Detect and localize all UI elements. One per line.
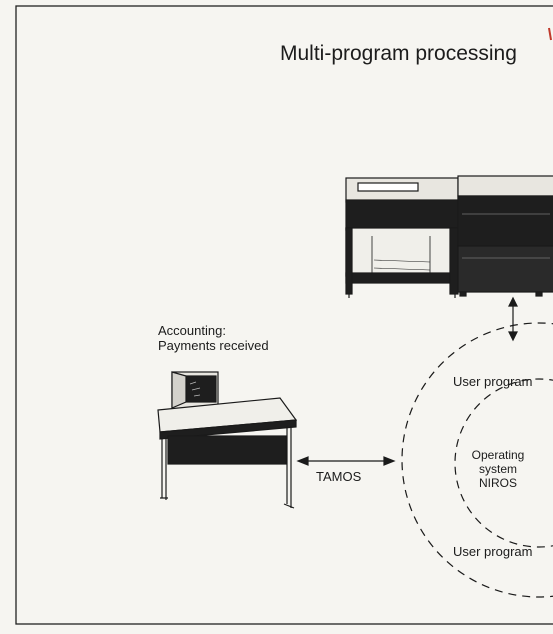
operating-system-label: Operating system NIROS <box>466 448 530 490</box>
terminal-caption-line2: Payments received <box>158 338 269 353</box>
user-program-ring <box>401 322 553 598</box>
page-title: Multi-program processing <box>280 42 517 65</box>
operating-system-ring <box>454 378 553 548</box>
line-printer-illustration <box>345 177 459 298</box>
terminal-desk-illustration <box>157 371 298 509</box>
os-line-3: NIROS <box>478 476 517 490</box>
processor-cabinet-illustration <box>457 175 553 297</box>
user-program-bottom-label: User program <box>453 544 533 559</box>
terminal-caption-line1: Accounting: <box>158 323 226 338</box>
terminal-caption: Accounting: Payments received <box>158 323 269 353</box>
os-line-2: system <box>478 462 517 476</box>
user-program-top-label: User program <box>453 374 533 389</box>
tamos-link-arrow <box>296 456 396 466</box>
page-frame <box>15 5 553 625</box>
cabinet-ring-arrow <box>508 296 518 342</box>
red-mark <box>548 27 552 41</box>
os-line-1: Operating <box>471 448 525 462</box>
tamos-label: TAMOS <box>316 469 362 484</box>
